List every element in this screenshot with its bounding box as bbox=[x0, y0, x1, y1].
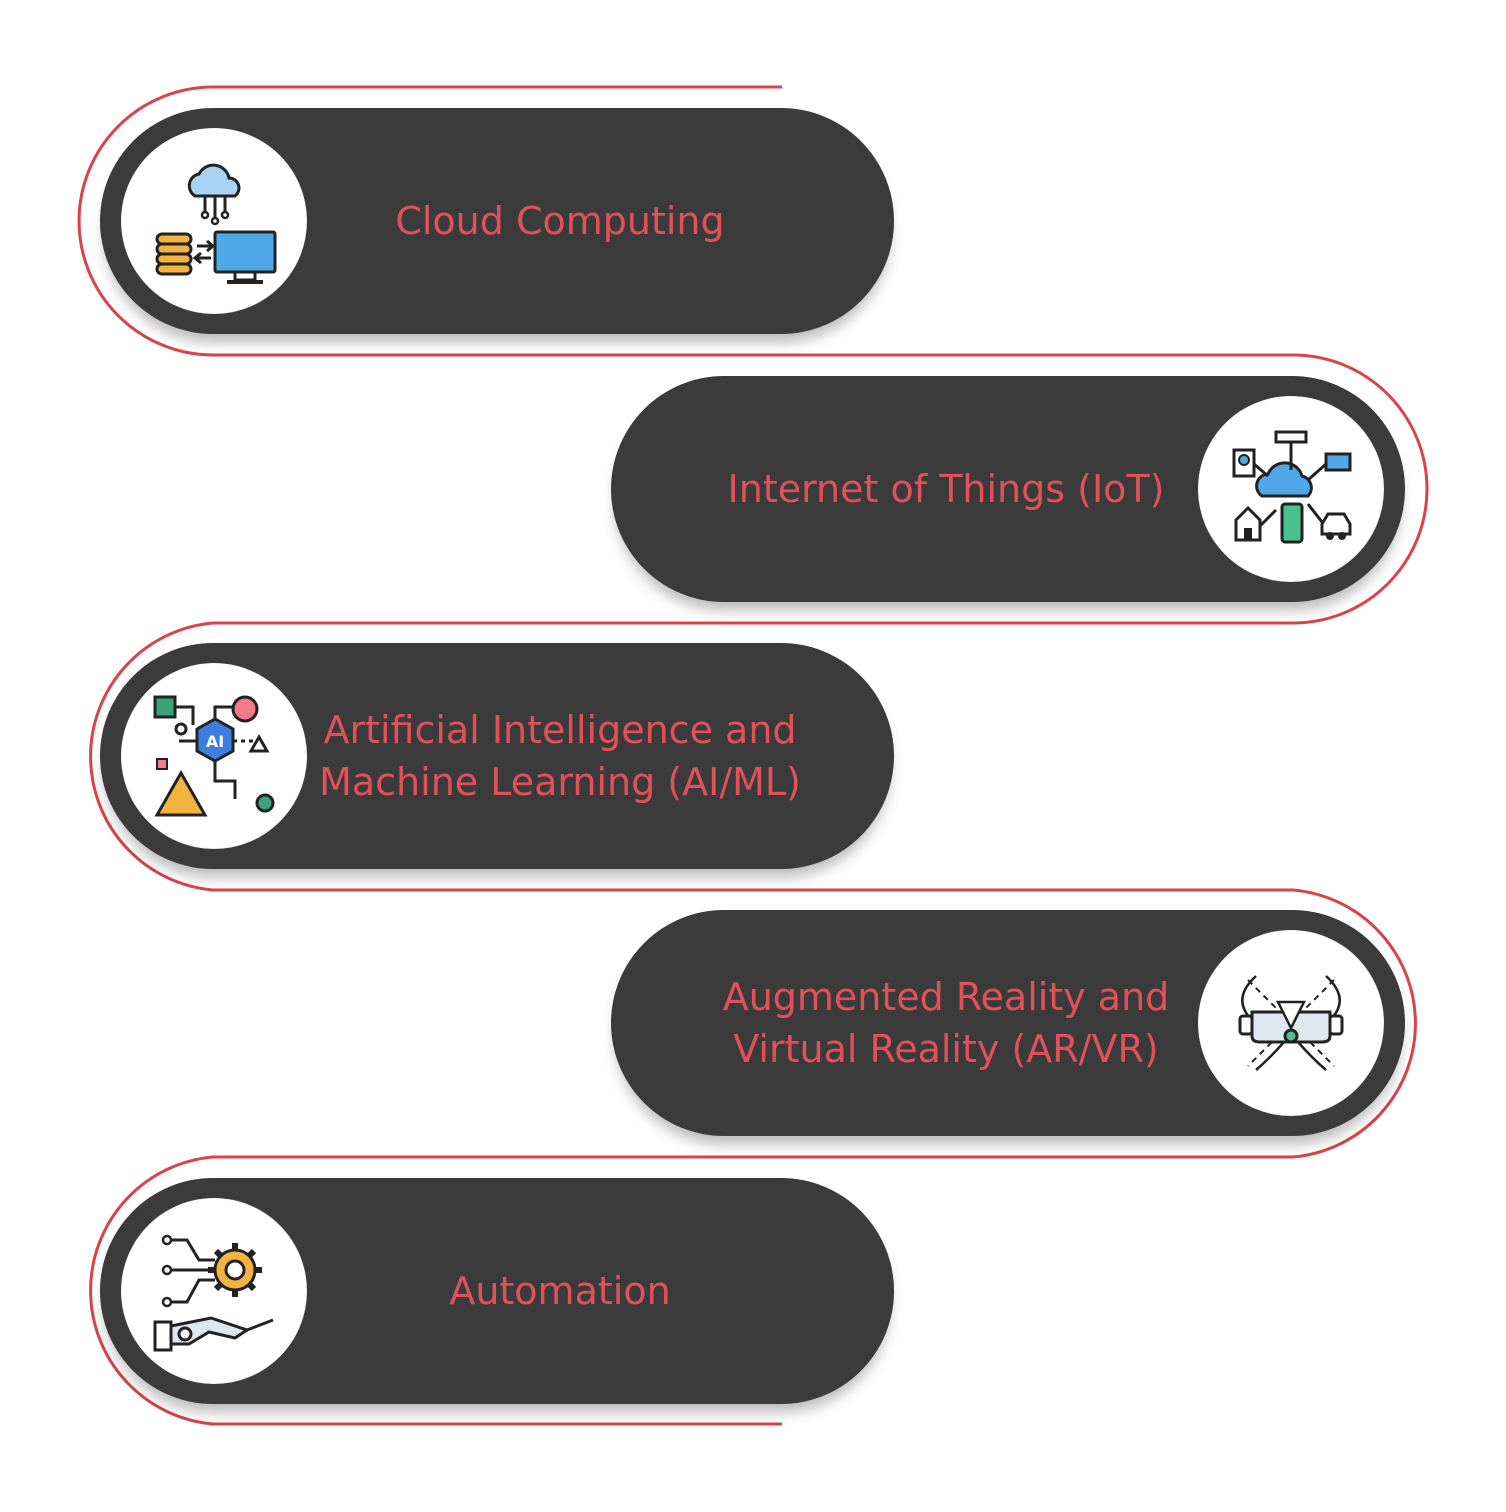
step-label: Cloud Computing bbox=[320, 108, 800, 334]
step-automation: Automation bbox=[100, 1178, 894, 1404]
step-label-line: Automation bbox=[449, 1269, 671, 1313]
iot-network-icon bbox=[1232, 430, 1352, 544]
step-label-line: Artificial Intelligence and bbox=[323, 708, 797, 752]
step-iot: Internet of Things (IoT) bbox=[611, 376, 1405, 602]
step-label-line: Internet of Things (IoT) bbox=[727, 467, 1165, 511]
icon-holder bbox=[121, 128, 307, 314]
step-label: Artificial Intelligence and Machine Lear… bbox=[319, 643, 801, 869]
step-label-line: Cloud Computing bbox=[395, 199, 725, 243]
icon-holder: AI bbox=[121, 663, 307, 849]
step-cloud-computing: Cloud Computing bbox=[100, 108, 894, 334]
step-label-line: Machine Learning (AI/ML) bbox=[319, 760, 801, 804]
step-label: Automation bbox=[320, 1178, 800, 1404]
step-label: Internet of Things (IoT) bbox=[641, 376, 1251, 602]
step-label-line: Virtual Reality (AR/VR) bbox=[733, 1027, 1159, 1071]
vr-headset-icon bbox=[1238, 975, 1344, 1071]
step-label: Augmented Reality and Virtual Reality (A… bbox=[641, 910, 1251, 1136]
cloud-computing-icon bbox=[155, 163, 277, 284]
robot-arm-gear-icon bbox=[153, 1234, 274, 1352]
step-ai-ml: AI Artificial Intelligence and Machine L… bbox=[100, 643, 894, 869]
svg-text:AI: AI bbox=[206, 732, 224, 751]
ai-chip-icon: AI bbox=[153, 695, 275, 817]
icon-holder bbox=[1198, 396, 1384, 582]
step-ar-vr: Augmented Reality and Virtual Reality (A… bbox=[611, 910, 1405, 1136]
icon-holder bbox=[1198, 930, 1384, 1116]
icon-holder bbox=[121, 1198, 307, 1384]
step-label-line: Augmented Reality and bbox=[722, 975, 1170, 1019]
